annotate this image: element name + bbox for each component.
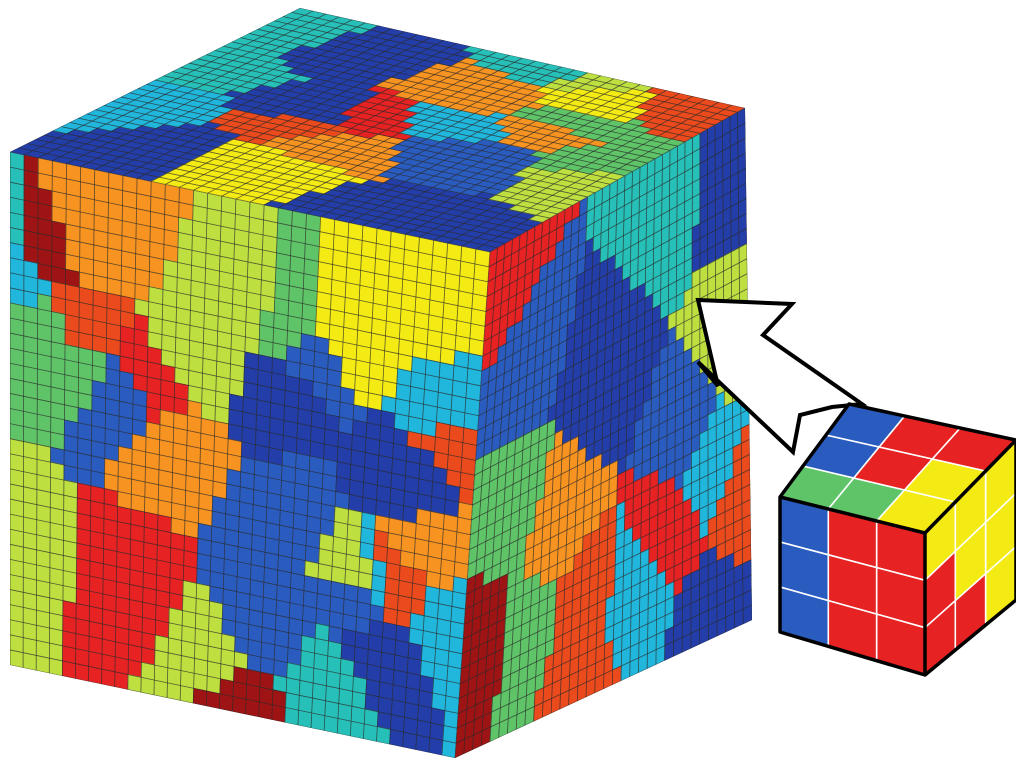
front-face-grains [10,152,490,758]
inset-unit-cube [780,404,1016,675]
voxel-cube [10,8,752,758]
cube-front-face [10,152,490,758]
